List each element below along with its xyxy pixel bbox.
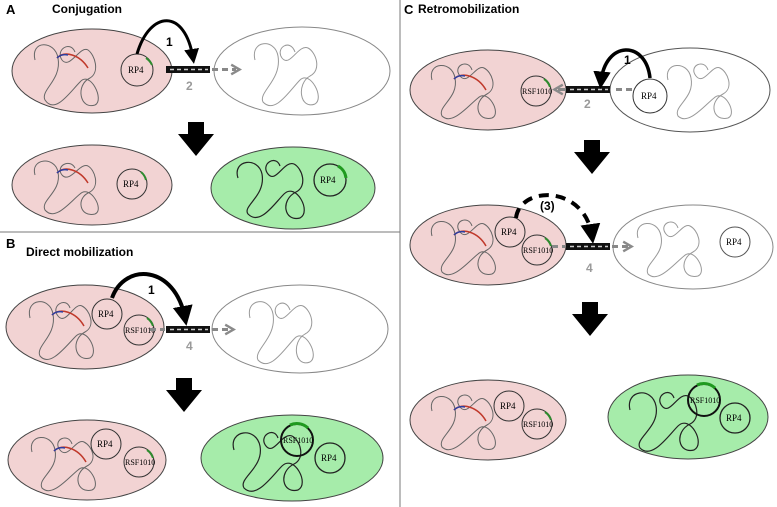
panel-a-letter: A: [6, 2, 16, 17]
transfer-arrow: [593, 48, 652, 89]
rp4-label: RP4: [641, 91, 657, 101]
rp4-plasmid: [494, 216, 526, 248]
transconjugant-cell: RSF1010 RP4: [200, 414, 384, 502]
rp4-plasmid: [90, 428, 122, 460]
rp4-label: RP4: [726, 413, 742, 423]
rp4-label: RP4: [128, 65, 144, 75]
step-3-label: (3): [540, 199, 555, 213]
rp4-plasmid: [719, 402, 751, 434]
step-1-label: 1: [148, 283, 155, 297]
rp4-label: RP4: [501, 227, 517, 237]
donor-cell-after: RP4 RSF1010: [409, 379, 567, 461]
donor-cell-after: RP4 RSF1010: [7, 419, 167, 501]
step-2-label: 2: [186, 79, 193, 93]
rp4-label: RP4: [321, 453, 337, 463]
panel-b-letter: B: [6, 236, 15, 251]
transconjugant-cell: RP4: [210, 146, 376, 230]
rp4-label: RP4: [98, 309, 114, 319]
rsf1010-label: RSF1010: [522, 87, 552, 96]
rsf1010-label: RSF1010: [125, 458, 155, 467]
result-arrow: [166, 378, 202, 412]
rp4-label: RP4: [500, 401, 516, 411]
mating-channel: [551, 83, 632, 96]
panel-a: A Conjugation RP4 2 1: [6, 2, 391, 230]
rp4-plasmid: [91, 298, 123, 330]
recipient-cell: [213, 26, 391, 116]
transfer-arrow: [135, 19, 199, 64]
rsf1010-plasmid: [521, 408, 553, 440]
mating-channel: [552, 240, 635, 253]
mating-channel: [166, 63, 243, 76]
plasmid-marker: [145, 57, 153, 66]
step-1-label: 1: [166, 35, 173, 49]
rp4-label: RP4: [97, 439, 113, 449]
step-4-label: 4: [586, 261, 593, 275]
rsf1010-plasmid: [521, 234, 553, 266]
rsf1010-label: RSF1010: [283, 436, 313, 445]
rp4-label: RP4: [123, 179, 139, 189]
recipient-cell: [211, 284, 389, 374]
chromosome: [253, 43, 319, 106]
helper-cell: RP4: [609, 47, 771, 133]
retro-transfer-arrow: [514, 193, 601, 244]
rp4-plasmid: [313, 163, 347, 197]
rp4-plasmid: [116, 168, 148, 200]
step-2-label: 2: [584, 97, 591, 111]
rp4-plasmid: [314, 442, 346, 474]
recipient-cell: RP4: [612, 204, 774, 290]
donor-cell-after: RP4: [11, 144, 173, 226]
result-arrow: [178, 122, 214, 156]
chromosome: [33, 44, 99, 107]
transconjugant-cell: RSF1010 RP4: [607, 374, 769, 460]
rsf1010-label: RSF1010: [690, 396, 720, 405]
donor-cell: RP4 RSF1010: [5, 284, 165, 370]
rp4-label: RP4: [320, 175, 336, 185]
transfer-arrow: [110, 272, 193, 326]
rp4-plasmid: [719, 226, 751, 258]
rsf1010-label: RSF1010: [523, 420, 553, 429]
result-arrow: [572, 302, 608, 336]
rsf1010-label: RSF1010: [125, 326, 155, 335]
panel-c: C Retromobilization RSF1010 RP4 2: [404, 2, 774, 461]
chromosome-blue-segment: [56, 53, 69, 59]
step-4-label: 4: [186, 339, 193, 353]
rp4-label: RP4: [726, 237, 742, 247]
mating-channel: [150, 323, 237, 336]
panel-c-title: Retromobilization: [418, 2, 519, 16]
rsf1010-plasmid: [123, 446, 155, 478]
rsf1010-label: RSF1010: [523, 246, 553, 255]
panel-c-letter: C: [404, 2, 414, 17]
step-1-label: 1: [624, 53, 631, 67]
rp4-plasmid: [493, 390, 525, 422]
donor-cell: RP4: [11, 28, 173, 114]
donor-cell-intermediate: RP4 RSF1010: [409, 204, 567, 286]
result-arrow: [574, 140, 610, 174]
donor-cell: RSF1010: [409, 49, 567, 131]
rsf1010-plasmid: [520, 75, 552, 107]
rp4-plasmid: [632, 78, 668, 114]
panel-b: B Direct mobilization RP4 RSF1010 4: [5, 236, 389, 502]
panel-b-title: Direct mobilization: [26, 245, 133, 259]
panel-a-title: Conjugation: [52, 2, 122, 16]
